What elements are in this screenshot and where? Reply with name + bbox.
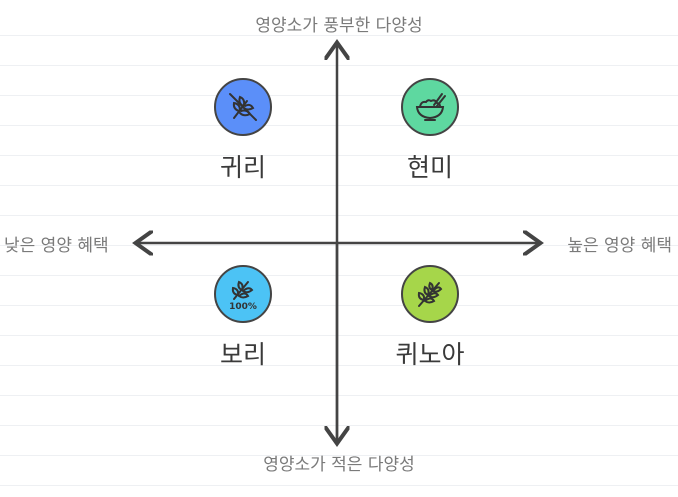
item-barley: 100% 보리 <box>183 265 303 371</box>
axis-label-right: 높은 영양 혜택 <box>567 236 672 256</box>
no-wheat-icon <box>214 78 272 136</box>
item-quinoa: 퀴노아 <box>370 265 490 371</box>
item-label: 귀리 <box>219 153 266 182</box>
item-label: 퀴노아 <box>395 340 465 369</box>
axis-label-top: 영양소가 풍부한 다양성 <box>255 16 423 36</box>
item-label: 현미 <box>406 153 453 182</box>
item-label: 보리 <box>219 340 266 369</box>
wheat-icon <box>401 265 459 323</box>
axis-label-bottom: 영양소가 적은 다양성 <box>263 455 415 475</box>
item-oats: 귀리 <box>183 78 303 184</box>
rice-bowl-icon <box>401 78 459 136</box>
wheat-100-icon: 100% <box>214 265 272 323</box>
svg-text:100%: 100% <box>229 302 257 312</box>
axis-label-left: 낮은 영양 혜택 <box>4 236 109 256</box>
item-brown-rice: 현미 <box>370 78 490 184</box>
